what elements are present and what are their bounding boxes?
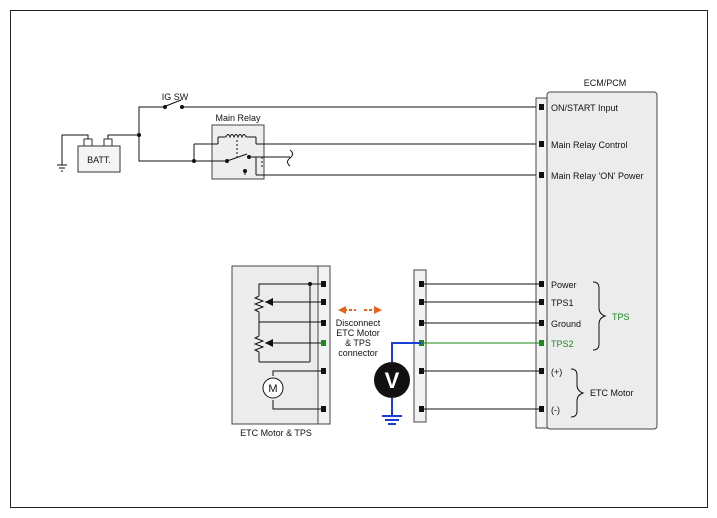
etc-motor-tps-label: ETC Motor & TPS (240, 428, 312, 438)
tps-group-label: TPS (612, 312, 630, 322)
main-relay: Main Relay (194, 113, 538, 180)
pin-motor-minus: (-) (551, 405, 560, 415)
ig-sw-label: IG SW (162, 92, 189, 102)
disconnect-line-3: & TPS (345, 338, 371, 348)
pin-ground: Ground (551, 319, 581, 329)
harness-wires (424, 283, 539, 410)
pin-main-relay-control: Main Relay Control (551, 140, 628, 150)
pin-on-start: ON/START Input (551, 103, 619, 113)
ecm-label: ECM/PCM (584, 78, 627, 88)
pin-main-relay-on-power: Main Relay 'ON' Power (551, 171, 643, 181)
intermediate-connector[interactable] (413, 269, 427, 423)
ignition-switch: IG SW (162, 92, 538, 109)
voltmeter: V (374, 342, 421, 425)
main-relay-label: Main Relay (215, 113, 261, 123)
battery-label: BATT. (87, 155, 111, 165)
ecm-module: ECM/PCM ON/START Input Main Relay Contro… (535, 78, 658, 430)
pin-tps1: TPS1 (551, 298, 574, 308)
battery: BATT. (57, 134, 139, 173)
etc-motor-group-label: ETC Motor (590, 388, 634, 398)
diagram-frame (10, 10, 708, 508)
pin-motor-plus: (+) (551, 367, 562, 377)
motor-symbol: M (268, 383, 277, 395)
etc-motor-tps: ETC Motor & TPS M (231, 265, 331, 438)
disconnect-annotation: Disconnect ETC Motor & TPS connector (336, 306, 382, 358)
pin-power: Power (551, 280, 577, 290)
voltmeter-symbol: V (385, 368, 400, 393)
disconnect-line-4: connector (338, 348, 378, 358)
pin-tps2: TPS2 (551, 339, 574, 349)
disconnect-line-1: Disconnect (336, 318, 381, 328)
disconnect-line-2: ETC Motor (336, 328, 380, 338)
